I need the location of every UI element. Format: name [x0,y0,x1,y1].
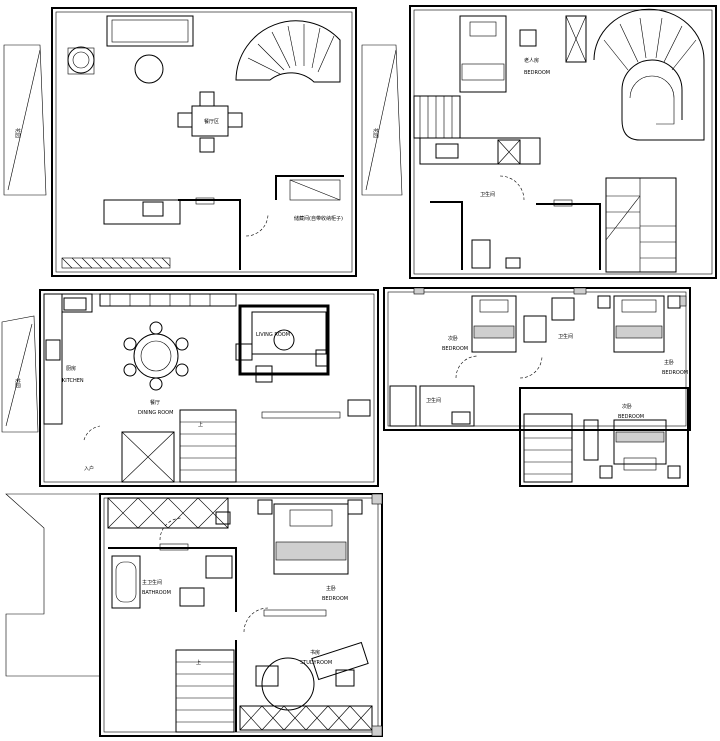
plan-3-dining-table [133,333,179,379]
plan-5-terrace [5,493,101,677]
plan-4-bed2-en: BEDROOM [662,370,688,376]
plan-2-bedroom-en: BEDROOM [524,70,550,76]
plan-4-bed-1 [471,295,517,353]
plan-5-outer-wall [99,493,383,737]
plan-3-stair-label: 上 [198,421,203,428]
plan-1: 花园 餐厅区 [3,7,357,277]
plan-5-bath-en: BATHROOM [142,590,171,596]
plan-3-kitchen-cn: 厨房 [66,365,76,372]
plan-2-bath-label: 卫生间 [480,191,495,198]
plan-1-spiral-stair [235,20,341,83]
plan-3-entry-label: 入户 [84,465,94,472]
plan-4-bed-3 [613,419,667,465]
plan-3-kitchen-en: KITCHEN [62,378,84,384]
plan-3: 花园 厨房 KITCHEN 餐厅 DINING ROOM LIVING ROOM [1,289,379,487]
plan-1-window-bottom [61,257,171,269]
plan-3-outer-wall [39,289,379,487]
plan-4-bath2-cn: 卫生间 [426,397,441,404]
plan-5-master-bed [273,503,349,575]
plan-5-master-bed-cn: 主卧 [326,585,336,592]
plan-2-bedroom-cn: 老人房 [524,57,539,64]
plan-4-bed1-en: BEDROOM [442,346,468,352]
plan-2-oval-stair [593,8,705,141]
plan-3-dining-cn: 餐厅 [150,399,160,406]
plan-5-stair-label: 上 [196,659,201,666]
plan-4-bed3-en: BEDROOM [618,414,644,420]
plan-1-plant [67,46,95,74]
plan-2-lower-stair [605,177,677,273]
plan-4-outer-wall [383,287,691,431]
plan-3-living-area [238,304,330,376]
plan-2: 花园 老人房 BEDROOM [361,5,717,279]
plan-4-bath-cn: 卫生间 [558,333,573,340]
plan-4-bed1-cn: 次卧 [448,335,458,342]
plan-5: 主卫生间 BATHROOM 主卧 BEDROOM 书房 STUDYROOM 上 [5,493,383,737]
plan-1-outer-wall [51,7,357,277]
plan-3-elevator [121,431,175,483]
plan-4-bed2-cn: 主卧 [664,359,674,366]
plan-1-garden [3,44,47,196]
plan-5-study-en: STUDYROOM [300,660,332,666]
plan-5-master-bed-en: BEDROOM [322,596,348,602]
plan-3-kitchen-counter [43,293,63,425]
plan-2-bath-wall [430,201,463,270]
plan-1-round-table [134,54,164,84]
plan-3-garden-label: 花园 [14,378,21,388]
plan-2-bed [459,15,507,93]
plan-2-outer-wall [409,5,717,279]
plan-1-sofa [106,15,194,47]
plan-2-garden [361,44,403,196]
plan-5-study-cn: 书房 [310,649,320,656]
plan-5-stair [175,649,235,733]
plan-4: 次卧 BEDROOM 卫生间 主卧 BEDROOM 卫生间 [383,287,691,487]
plan-1-dining-label: 餐厅区 [204,118,219,125]
plan-1-interior-wall [103,199,181,225]
plan-1-storage-label: 储藏间(自带收纳柜子) [294,215,343,222]
plan-5-bath-cn: 主卫生间 [142,579,162,586]
plan-3-garden [1,315,39,433]
plan-5-bathtub [111,555,141,609]
plan-4-stair [523,413,573,483]
plan-4-bed3-cn: 次卧 [622,403,632,410]
plan-4-bed-2 [613,295,665,353]
plan-2-left-stair [413,95,461,139]
plan-3-living-en: LIVING ROOM [256,332,290,338]
plan-2-garden-label: 花园 [372,128,379,138]
plan-1-garden-label: 花园 [14,128,21,138]
plan-3-dining-en: DINING ROOM [138,410,173,416]
